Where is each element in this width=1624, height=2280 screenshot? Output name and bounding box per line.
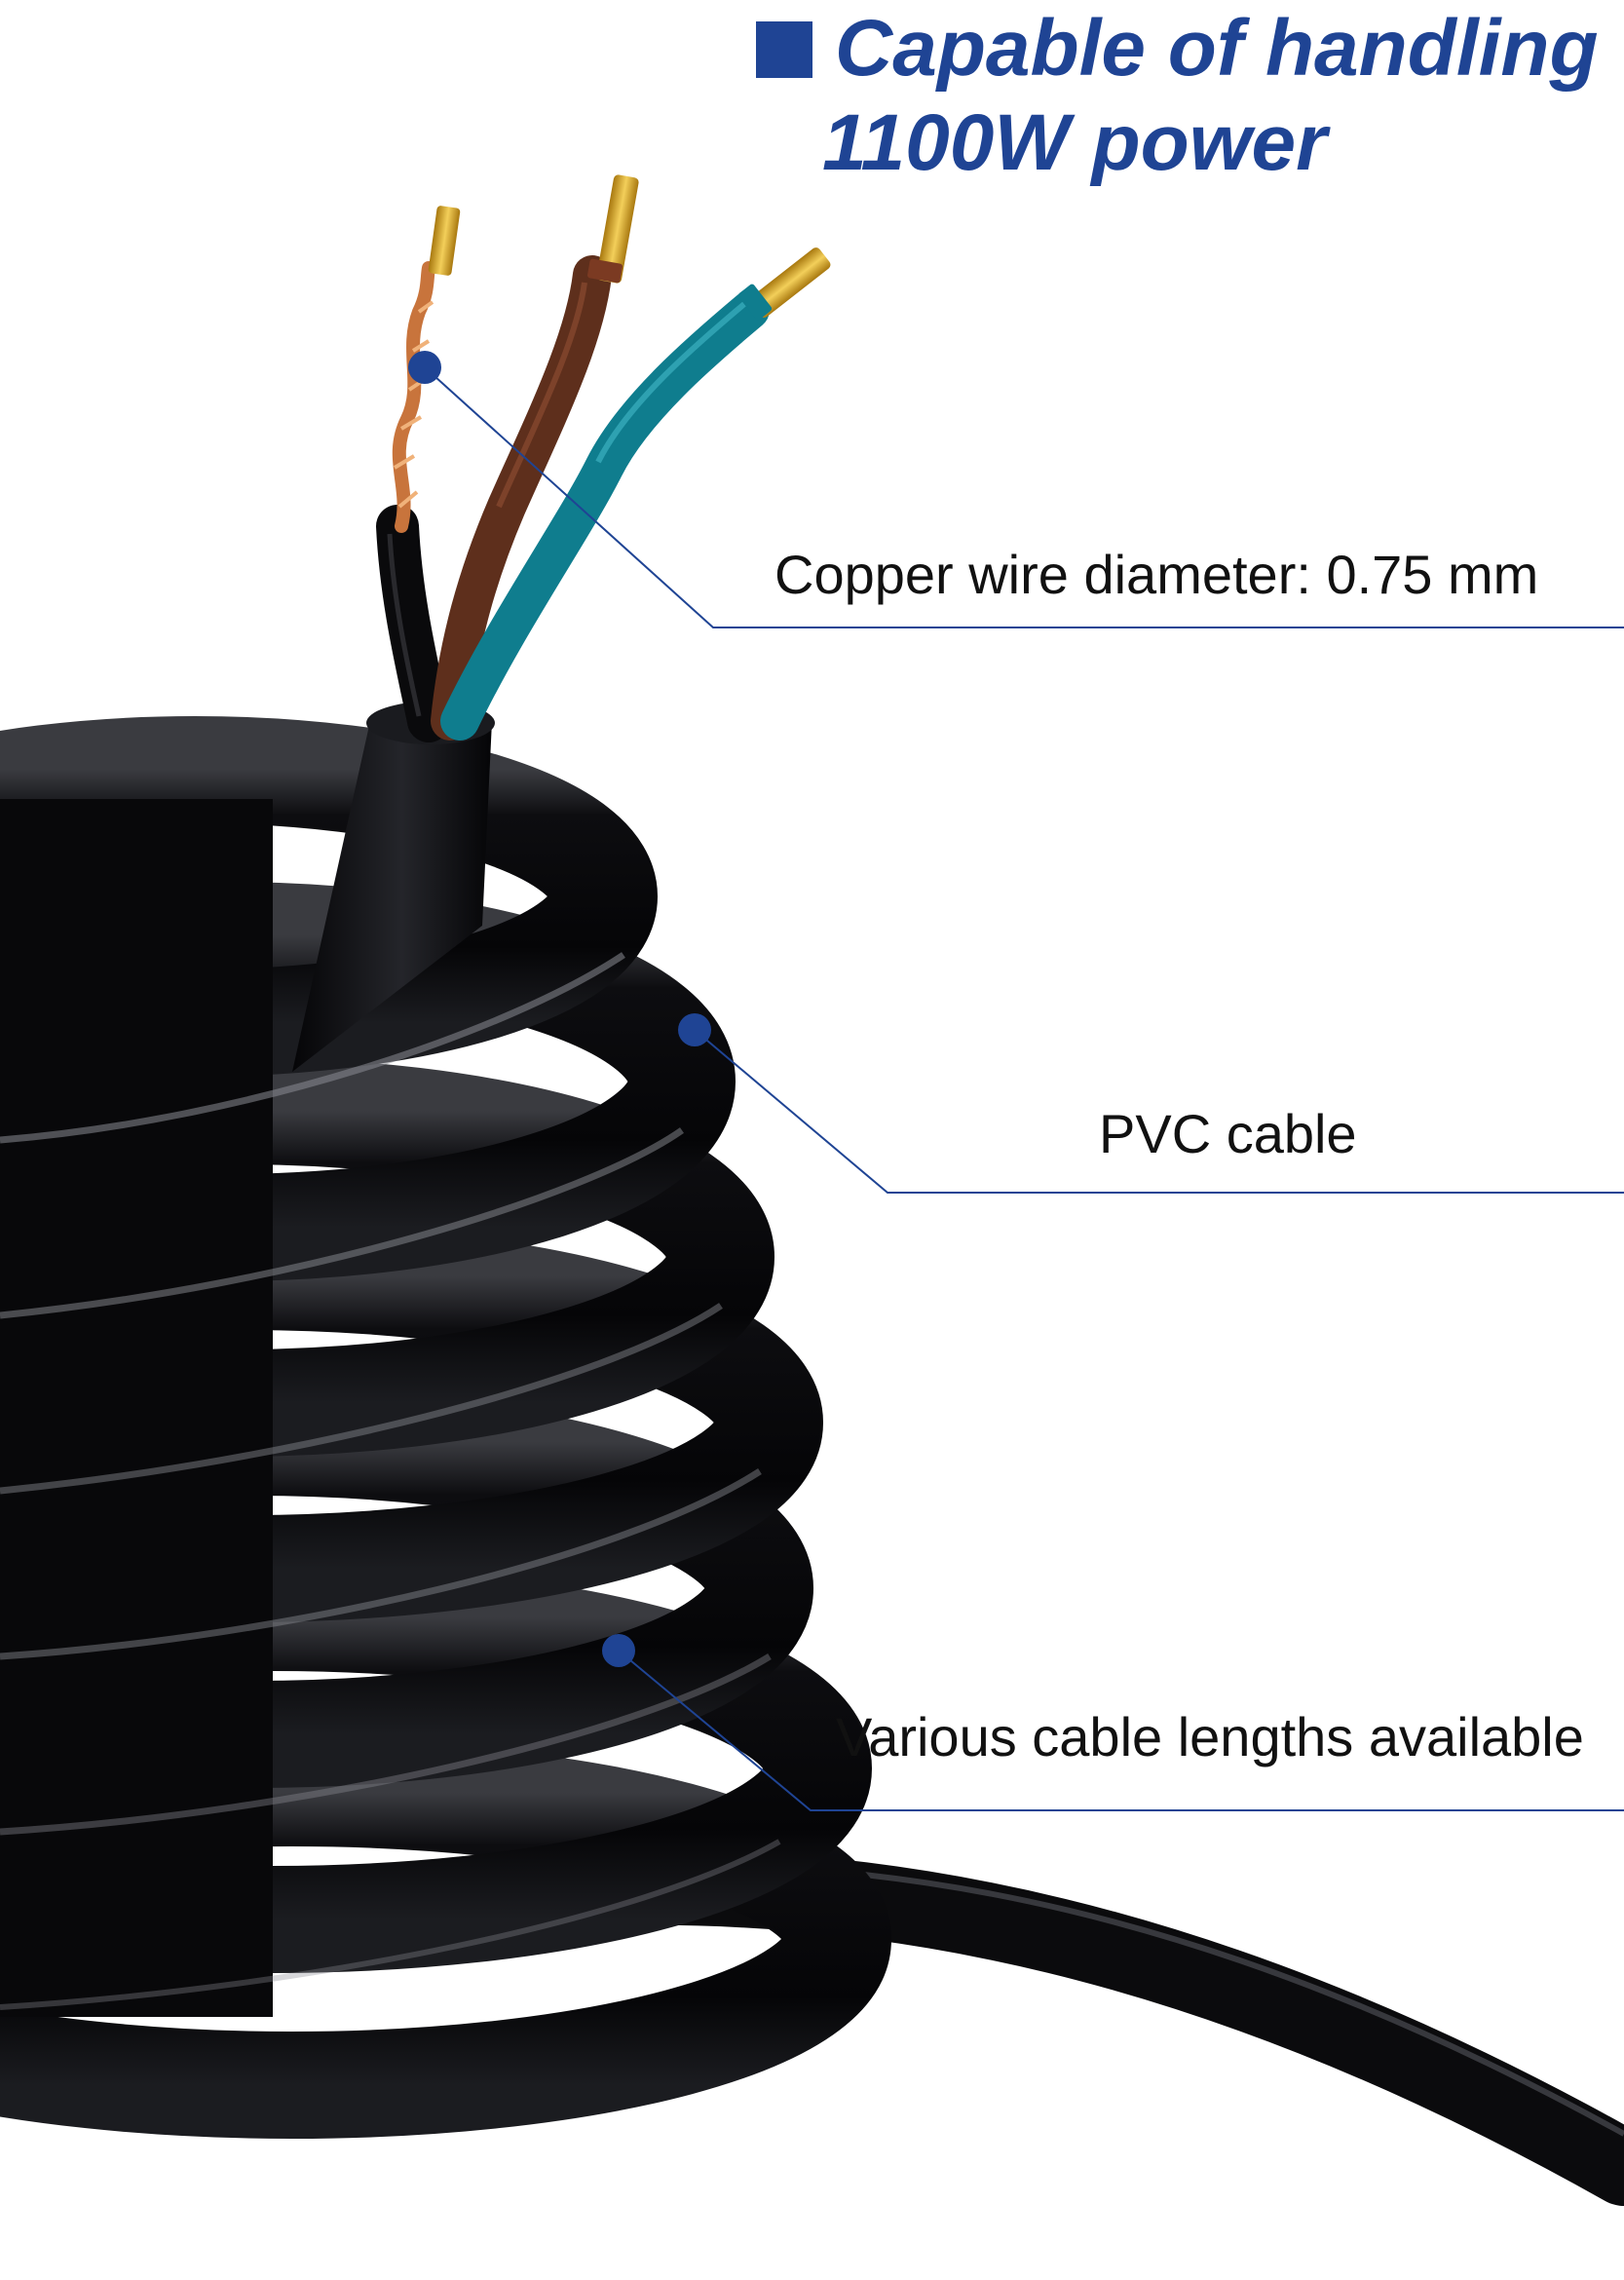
callout-label-copper: Copper wire diameter: 0.75 mm [774,544,1539,605]
callout-dot-pvc [678,1013,711,1046]
callout-leaders [408,351,1624,1811]
leader-line-pvc [694,1029,1624,1194]
callout-dot-copper [408,351,441,384]
callout-dot-lengths [602,1634,635,1667]
leader-line-copper [424,366,1624,628]
headline-line-2: 1100W power [822,98,1327,187]
cable-coil [0,716,891,2139]
callout-label-lengths: Various cable lengths available [836,1706,1584,1767]
headline-line-1: Capable of handling [835,4,1599,93]
callout-label-pvc: PVC cable [1099,1103,1357,1164]
leader-line-lengths [618,1650,1624,1811]
headline-square-icon [756,21,812,78]
inner-wires [376,255,770,742]
terminal-pins [428,174,831,321]
